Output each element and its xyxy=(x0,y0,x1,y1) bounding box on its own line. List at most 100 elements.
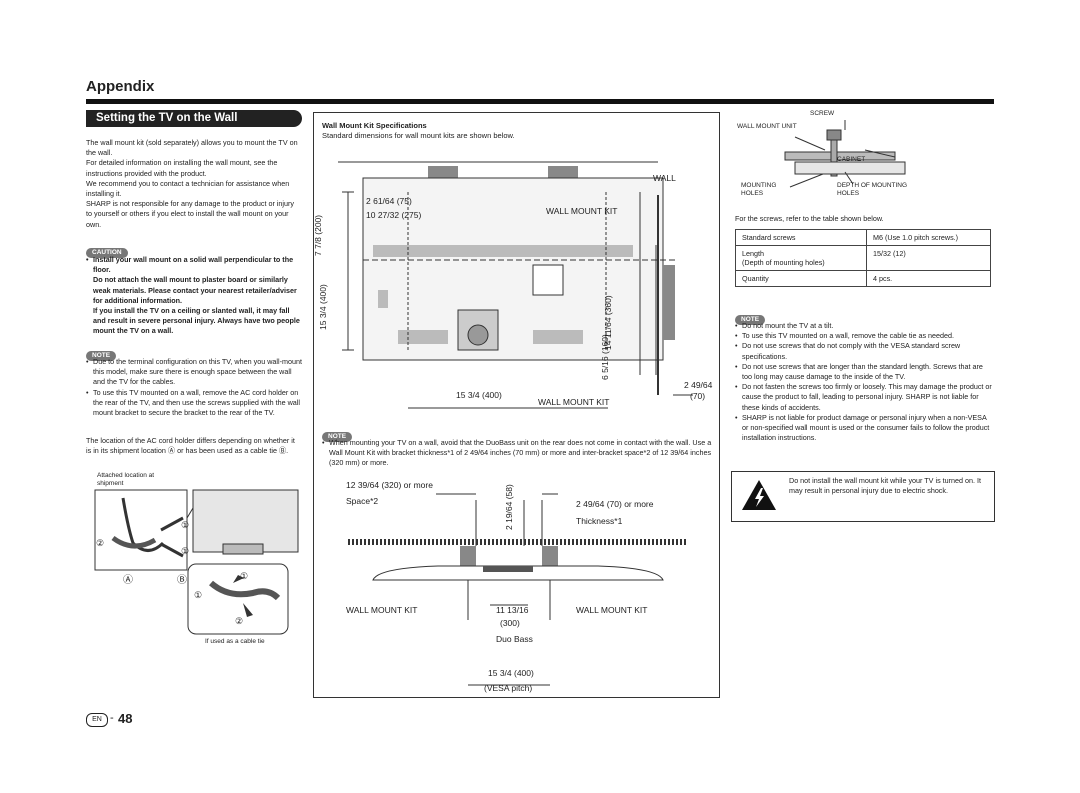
table-cell: Length (Depth of mounting holes) xyxy=(735,245,867,271)
dim-top-small: 2 61/64 (75) xyxy=(366,196,412,206)
language-badge: EN xyxy=(86,713,108,727)
wall-mount-kit-label: WALL MOUNT KIT xyxy=(538,397,610,407)
note-item: Do not use screws that are longer than t… xyxy=(735,362,994,382)
mid-note-text: When mounting your TV on a wall, avoid t… xyxy=(322,438,714,469)
screw-diagram xyxy=(784,120,906,188)
table-row: Standard screws M6 (Use 1.0 pitch screws… xyxy=(735,229,991,246)
note-item: SHARP is not liable for product damage o… xyxy=(735,413,994,444)
wmk-left-label: WALL MOUNT KIT xyxy=(346,605,418,615)
thickness-label: Thickness*1 xyxy=(576,516,623,526)
intro-text: The wall mount kit (sold separately) all… xyxy=(86,138,300,230)
table-cell: 15/32 (12) xyxy=(866,245,991,271)
screw-spec-table: Standard screws M6 (Use 1.0 pitch screws… xyxy=(735,229,991,287)
note-item: To use this TV mounted on a wall, remove… xyxy=(86,388,302,419)
intro-paragraph: We recommend you to contact a technician… xyxy=(86,178,290,199)
ac-holder-text: The location of the AC cord holder diffe… xyxy=(86,436,295,456)
screw-label: SCREW xyxy=(810,110,835,117)
cable-tie-caption: If used as a cable tie xyxy=(205,638,265,645)
attached-location-label: Attached location at shipment xyxy=(97,472,155,487)
space-label: Space*2 xyxy=(346,496,379,506)
dim-top-large: 10 27/32 (275) xyxy=(366,210,422,220)
tv-top-outline xyxy=(372,565,664,581)
dim-left-small: 7 7/8 (200) xyxy=(313,214,323,256)
warning-box xyxy=(731,471,995,522)
ac-holder-figure xyxy=(94,489,299,635)
table-cell: 4 pcs. xyxy=(866,270,991,287)
caution-badge: CAUTION xyxy=(86,241,128,259)
duobass-dim: 11 13/16 xyxy=(496,605,529,615)
ac-cord xyxy=(121,497,165,552)
note-item: Due to the terminal configuration on thi… xyxy=(86,357,302,388)
note-item: To use this TV mounted on a wall, remove… xyxy=(735,331,994,341)
electric-shock-warning-icon xyxy=(742,480,776,510)
intro-paragraph: For detailed information on installing t… xyxy=(86,158,278,178)
label-a: Ⓐ xyxy=(123,575,133,586)
tv-rear-thumbnail xyxy=(192,489,299,553)
caution-item: Install your wall mount on a solid wall … xyxy=(86,255,304,337)
header-rule xyxy=(86,99,994,104)
right-note-badge: NOTE xyxy=(735,308,766,326)
intro-paragraph: The wall mount kit (sold separately) all… xyxy=(86,138,298,158)
note-item: Do not mount the TV at a tilt. xyxy=(735,321,994,331)
depth-dim: 2 19/64 (58) xyxy=(504,484,514,530)
left-note-list: Due to the terminal configuration on thi… xyxy=(86,357,302,418)
spec-diagram-frame xyxy=(313,112,720,698)
wall-mount-kit-label: WALL MOUNT KIT xyxy=(546,206,618,216)
caution-list: Install your wall mount on a solid wall … xyxy=(86,255,304,337)
dim-right-large: 14 11/64 (360) xyxy=(603,295,613,350)
dim-left-large: 15 3/4 (400) xyxy=(318,284,328,330)
bracket-top xyxy=(428,166,458,180)
page-dash: - xyxy=(110,712,114,724)
thickness-dim: 2 49/64 (70) or more xyxy=(576,499,654,509)
top-view-diagram xyxy=(348,493,688,686)
wall-label: WALL xyxy=(653,173,676,183)
table-cell: Standard screws xyxy=(735,229,867,246)
right-note-list: Do not mount the TV at a tilt. To use th… xyxy=(735,321,994,443)
space-dim: 12 39/64 (320) or more xyxy=(346,480,433,490)
wall-mount-unit xyxy=(784,151,896,161)
cabinet-label: CABINET xyxy=(837,156,866,163)
detail-frame-a xyxy=(94,489,188,571)
page-title: Appendix xyxy=(86,78,155,95)
page-number: 48 xyxy=(118,711,133,726)
table-cell: M6 (Use 1.0 pitch screws.) xyxy=(866,229,991,246)
step-label: ② xyxy=(96,538,105,548)
duobass-unit xyxy=(483,566,533,572)
spec-subtitle: Standard dimensions for wall mount kits … xyxy=(322,131,515,140)
intro-paragraph: SHARP is not responsible for any damage … xyxy=(86,199,295,229)
section-title: Setting the TV on the Wall xyxy=(96,112,238,124)
dim-bottom: 15 3/4 (400) xyxy=(456,390,502,400)
depth-of-holes-label: DEPTH OF MOUNTING HOLES xyxy=(837,182,908,197)
dim-side-mm: (70) xyxy=(690,391,706,401)
step-label: ① xyxy=(194,590,203,600)
step-label: ② xyxy=(235,616,244,626)
step-label: ① xyxy=(240,571,249,581)
mount-rail xyxy=(373,245,633,257)
warning-text: Do not install the wall mount kit while … xyxy=(789,476,982,496)
rear-view-diagram xyxy=(338,161,693,409)
wmk-right-label: WALL MOUNT KIT xyxy=(576,605,648,615)
screw-caption: For the screws, refer to the table shown… xyxy=(735,214,884,223)
dim-side: 2 49/64 xyxy=(684,380,713,390)
note-item: Do not use screws that do not comply wit… xyxy=(735,341,994,361)
vesa-dim: 15 3/4 (400) xyxy=(488,668,534,678)
table-row: Length (Depth of mounting holes) 15/32 (… xyxy=(735,245,991,271)
cabinet xyxy=(794,161,906,175)
spec-title: Wall Mount Kit Specifications xyxy=(322,121,427,130)
label-b: Ⓑ xyxy=(177,575,187,586)
left-note-badge: NOTE xyxy=(86,344,117,362)
step-label: ① xyxy=(181,546,190,556)
tv-outline xyxy=(362,177,664,361)
note-item: Do not fasten the screws too firmly or l… xyxy=(735,382,994,413)
duobass-mm: (300) xyxy=(500,618,520,628)
section-header: Setting the TV on the Wall xyxy=(86,110,302,127)
mid-note-badge: NOTE xyxy=(322,425,353,443)
wall-mount-unit-label: WALL MOUNT UNIT xyxy=(737,123,797,130)
table-row: Quantity 4 pcs. xyxy=(735,270,991,287)
mounting-holes-label: MOUNTING HOLES xyxy=(741,182,777,197)
step-label: ① xyxy=(181,520,190,530)
screw-icon xyxy=(826,129,842,141)
table-cell: Quantity xyxy=(735,270,867,287)
duobass-label: Duo Bass xyxy=(496,634,533,644)
vesa-label: (VESA pitch) xyxy=(484,683,533,693)
